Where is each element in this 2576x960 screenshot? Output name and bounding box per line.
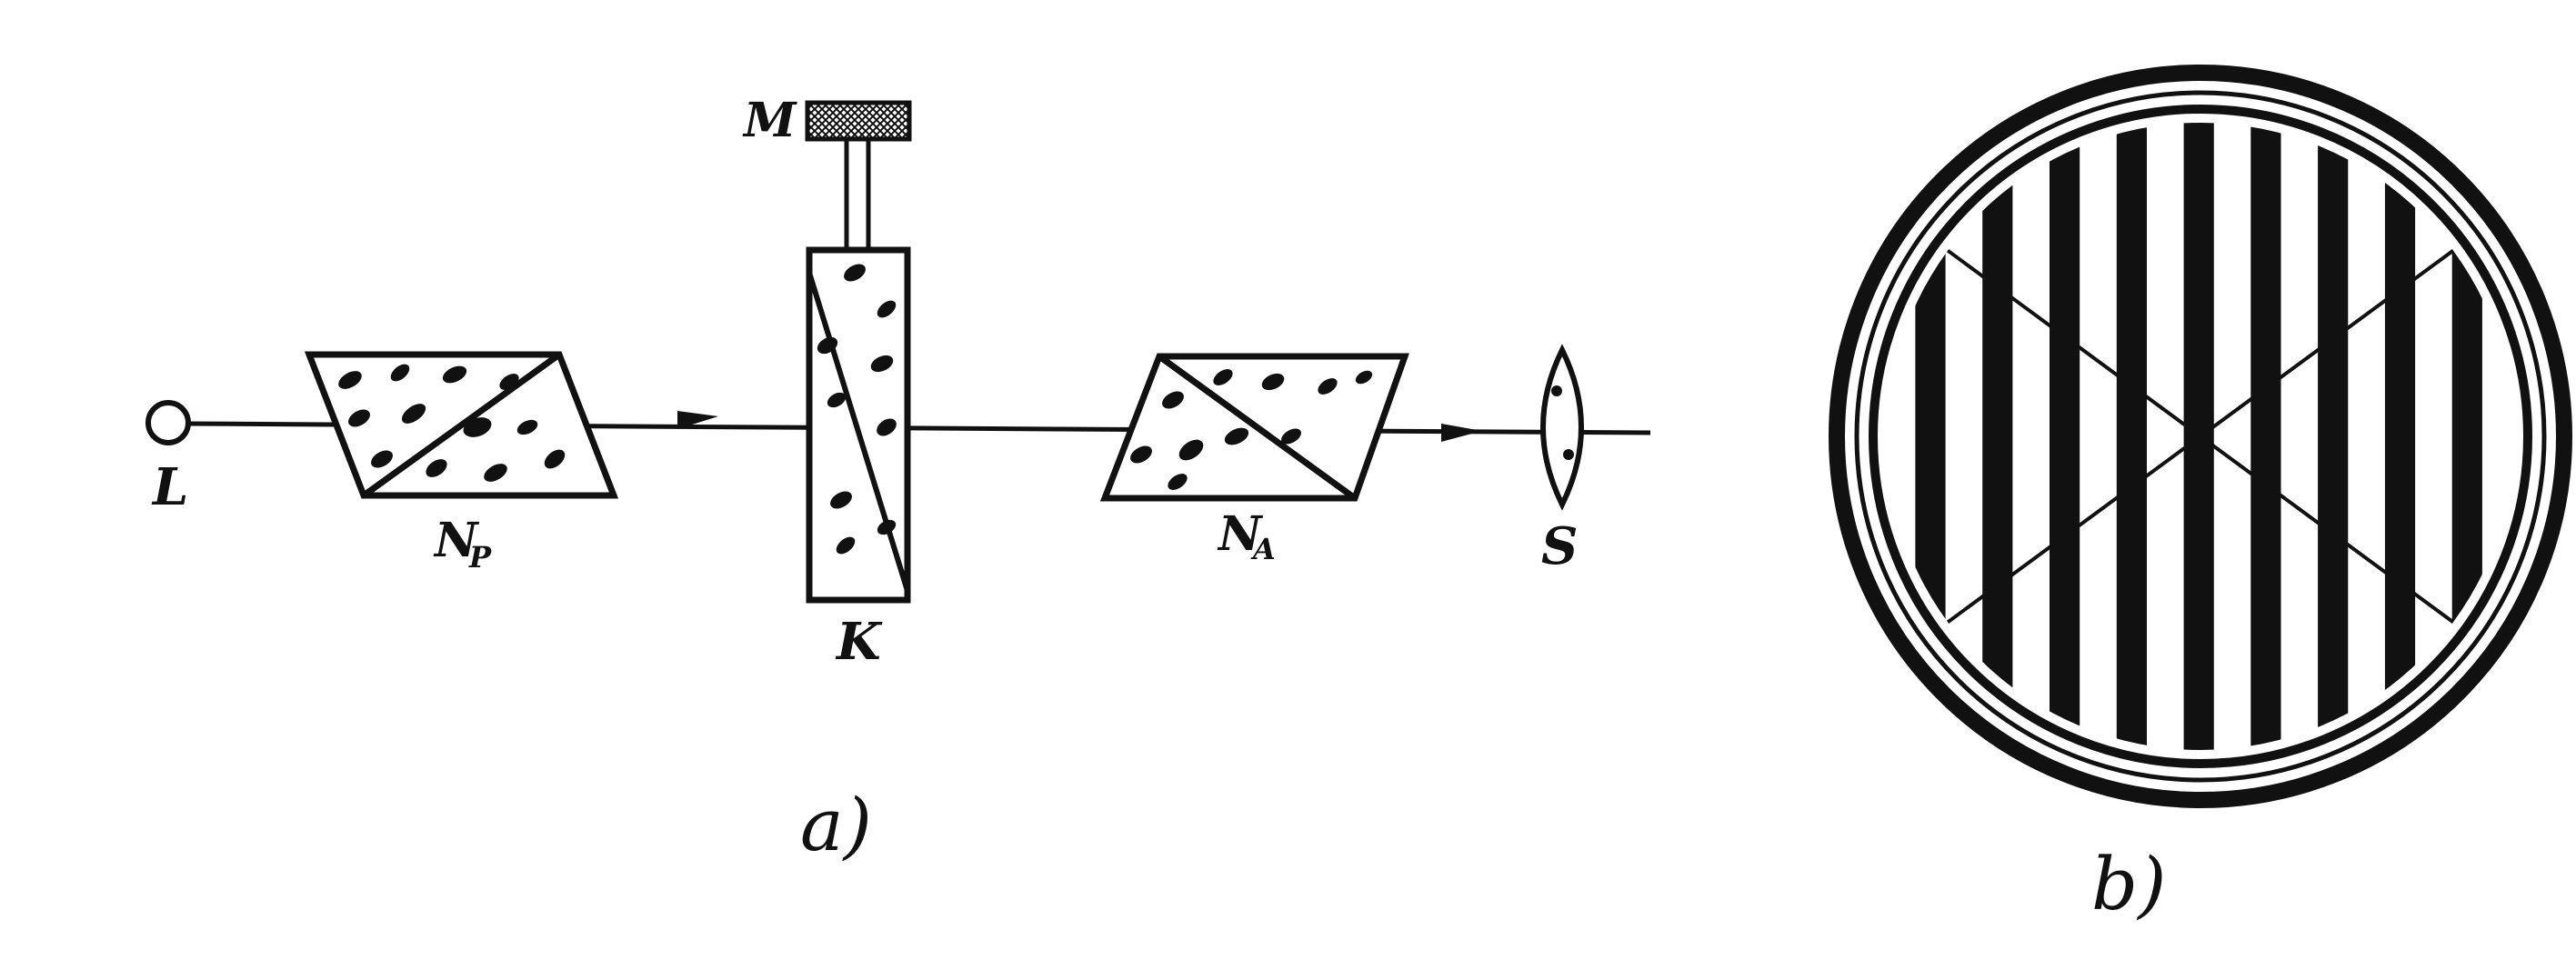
label-analyzer-subscript: A: [1250, 532, 1276, 566]
dark-fringe: [2250, 123, 2281, 750]
polarizer-prism: [304, 351, 619, 499]
analyzer-prism: [1099, 353, 1409, 502]
beam-arrow-2: [1441, 424, 1482, 442]
caption-b: b): [2091, 842, 2166, 926]
label-polarizer: N: [433, 513, 480, 568]
dark-fringe: [2050, 123, 2080, 750]
eyepiece-rim-inner: [1869, 105, 2532, 768]
eyepiece-rim-outer: [1829, 65, 2572, 808]
lens-icon: [1540, 344, 1584, 511]
micrometer-screw: [805, 100, 912, 250]
label-compensator: K: [835, 612, 883, 672]
beam-arrow-1: [677, 411, 718, 429]
light-source-icon: [145, 400, 191, 445]
dark-fringe: [2318, 123, 2349, 750]
label-screw: M: [742, 93, 797, 148]
dark-fringe: [2116, 123, 2147, 750]
crosshair: [1889, 207, 2511, 665]
compensator-wedge: [806, 246, 911, 604]
caption-a: a): [800, 783, 872, 867]
dark-fringe: [2384, 123, 2416, 750]
panel-b: b): [1829, 65, 2572, 926]
label-source: L: [151, 457, 188, 517]
dark-fringe: [1982, 123, 2013, 750]
panel-a: L N P: [145, 93, 1651, 867]
label-lens: S: [1541, 516, 1578, 576]
label-analyzer: N: [1217, 506, 1264, 562]
eyepiece-rim-mid: [1854, 90, 2547, 783]
label-polarizer-subscript: P: [468, 540, 492, 575]
